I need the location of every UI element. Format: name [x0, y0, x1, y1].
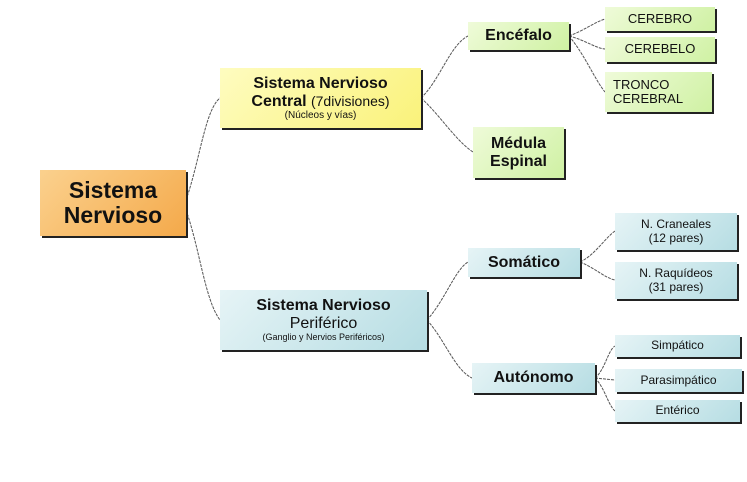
autonomo-label: Autónomo [493, 369, 574, 387]
parasimpatico-label: Parasimpático [640, 372, 717, 387]
root-label-line1: Sistema [68, 176, 158, 203]
parasimpatico-node: Parasimpático [615, 369, 742, 392]
connector [185, 97, 221, 201]
medula-label-1: Médula [490, 134, 547, 152]
simpatico-label: Simpático [651, 338, 704, 353]
tronco-label: TRONCO [613, 76, 670, 92]
snc-title: Sistema Nervioso [253, 74, 388, 92]
somatico-label: Somático [487, 253, 560, 271]
encefalo-label: Encéfalo [485, 27, 552, 45]
raquideos-node: N. Raquídeos (31 pares) [615, 262, 737, 299]
root-label-line2: Nervioso [63, 202, 163, 228]
connector [568, 35, 606, 50]
connector [568, 35, 606, 93]
snp-title: Sistema Nervioso [256, 297, 391, 315]
connector [426, 261, 469, 321]
autonomo-node: Autónomo [472, 363, 595, 393]
snc-subtitle: (Núcleos y vías) [284, 110, 357, 122]
snp-node: Sistema Nervioso Periférico (Ganglio y N… [220, 290, 427, 350]
connector [185, 209, 221, 321]
connector [579, 261, 616, 281]
cerebro-label: CEREBRO [627, 10, 693, 26]
encefalo-node: Encéfalo [468, 22, 569, 50]
craneales-label: N. Craneales [640, 217, 712, 232]
connector [594, 377, 616, 412]
medula-node: Médula Espinal [473, 127, 564, 178]
connector [568, 18, 606, 37]
connector [420, 35, 469, 99]
snp-title-2: Periférico [289, 315, 358, 333]
root-node: Sistema Nervioso [40, 170, 186, 236]
enterico-node: Entérico [615, 400, 740, 422]
connector [579, 230, 616, 263]
snc-title-2: Central [251, 92, 307, 110]
cerebelo-node: CEREBELO [605, 37, 715, 62]
enterico-label: Entérico [655, 403, 700, 418]
somatico-node: Somático [468, 248, 580, 277]
cerebral-label: CEREBRAL [613, 91, 684, 106]
cerebro-node: CEREBRO [605, 7, 715, 31]
tronco-node: TRONCO CEREBRAL [605, 72, 712, 112]
connector [426, 319, 473, 379]
craneales-count: (12 pares) [648, 230, 704, 245]
connector [594, 345, 616, 379]
connector [594, 377, 616, 381]
medula-label-2: Espinal [490, 152, 547, 170]
snp-subtitle: (Ganglio y Nervios Periféricos) [262, 331, 385, 342]
simpatico-node: Simpático [615, 335, 740, 357]
connector [420, 97, 474, 153]
snc-divisions: (7divisiones) [310, 92, 390, 109]
raquideos-label: N. Raquídeos [639, 266, 713, 281]
cerebelo-label: CEREBELO [624, 41, 696, 57]
snc-node: Sistema Nervioso Central (7divisiones) (… [220, 68, 421, 128]
craneales-node: N. Craneales (12 pares) [615, 213, 737, 250]
raquideos-count: (31 pares) [648, 279, 704, 294]
